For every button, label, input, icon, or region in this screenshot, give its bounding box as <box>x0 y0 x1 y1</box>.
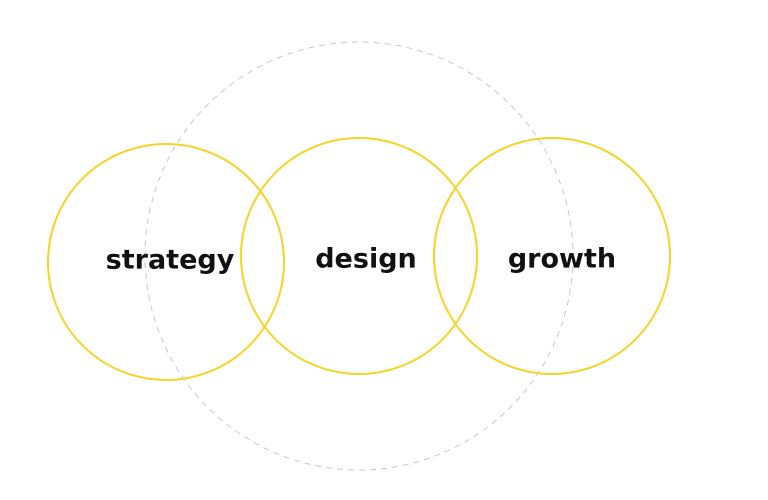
strategy-label: strategy <box>106 245 235 276</box>
strategy-circle <box>47 143 285 381</box>
design-circle <box>240 137 478 375</box>
growth-circle <box>433 137 671 375</box>
outer-dashed-circle <box>144 41 574 471</box>
design-label: design <box>315 244 417 275</box>
growth-label: growth <box>508 244 616 275</box>
